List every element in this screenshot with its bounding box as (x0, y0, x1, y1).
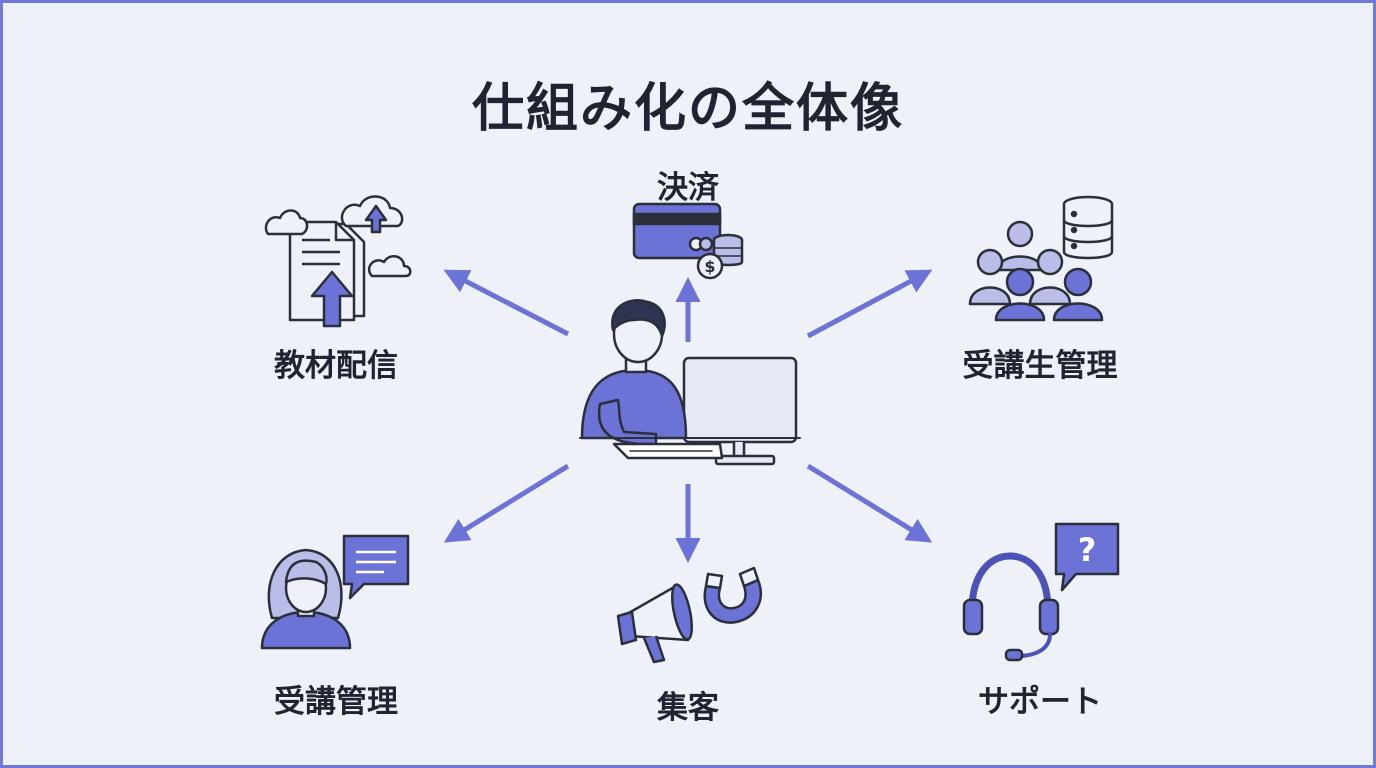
arrow-to-student-mgmt (806, 269, 933, 339)
label-material: 教材配信 (274, 348, 398, 384)
woman-chat-icon (260, 534, 410, 650)
person-at-computer-icon (579, 299, 801, 466)
group-database-icon (968, 195, 1114, 322)
label-student-mgmt: 受講生管理 (962, 348, 1118, 384)
svg-text:$: $ (704, 257, 715, 276)
label-attract: 集客 (657, 690, 719, 726)
megaphone-magnet-icon (616, 566, 762, 664)
credit-card-coins-icon: $ (632, 202, 744, 280)
arrow-to-support (806, 463, 933, 543)
label-course-mgmt: 受講管理 (274, 684, 398, 720)
headset-question-icon: ? (962, 522, 1120, 662)
connector-arrows (443, 269, 933, 563)
label-support: サポート (978, 684, 1102, 720)
svg-text:?: ? (1078, 531, 1097, 569)
arrow-to-course-mgmt (443, 463, 570, 543)
document-upload-cloud-icon (264, 195, 412, 328)
page-title: 仕組み化の全体像 (471, 79, 904, 139)
label-payment: 決済 (657, 170, 719, 206)
arrow-to-material (443, 269, 570, 337)
